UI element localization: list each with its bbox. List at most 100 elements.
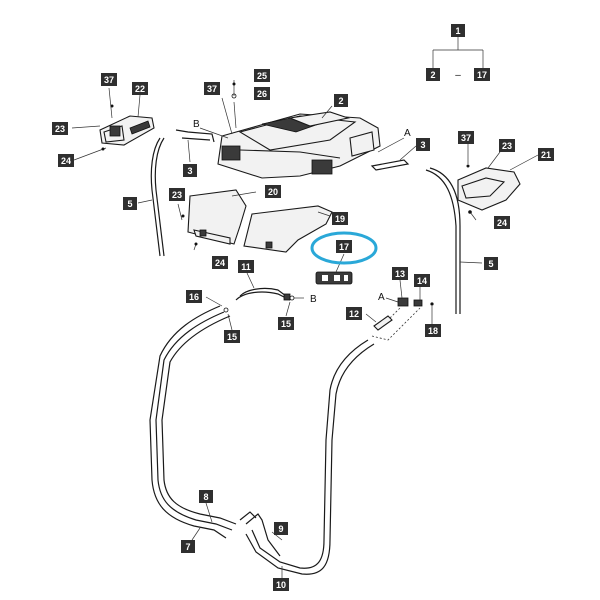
callout-37[interactable]: 37 — [458, 131, 474, 144]
range-dash: – — [455, 70, 461, 81]
hose-long-left[interactable] — [149, 305, 237, 539]
right-vent-duct[interactable] — [457, 167, 521, 211]
svg-text:13: 13 — [395, 269, 405, 279]
svg-text:21: 21 — [541, 150, 551, 160]
svg-text:9: 9 — [278, 524, 283, 534]
callout-25[interactable]: 25 — [254, 69, 270, 82]
callout-22[interactable]: 22 — [132, 82, 148, 95]
clamp-icon — [289, 295, 295, 301]
callout-13[interactable]: 13 — [392, 267, 408, 280]
screw-icon — [232, 82, 236, 86]
callout-9[interactable]: 9 — [274, 522, 288, 535]
svg-text:1: 1 — [455, 26, 460, 36]
svg-text:23: 23 — [55, 124, 65, 134]
callout-10[interactable]: 10 — [273, 578, 289, 591]
svg-text:37: 37 — [207, 84, 217, 94]
callout-24[interactable]: 24 — [58, 154, 74, 167]
cover-left[interactable] — [187, 189, 247, 245]
callout-37[interactable]: 37 — [204, 82, 220, 95]
callout-15[interactable]: 15 — [278, 317, 294, 330]
callout-24[interactable]: 24 — [212, 256, 228, 269]
tube-left[interactable] — [175, 129, 215, 143]
group-bracket — [432, 37, 484, 68]
callout-37[interactable]: 37 — [101, 73, 117, 86]
svg-text:14: 14 — [417, 276, 427, 286]
svg-text:17: 17 — [477, 70, 487, 80]
svg-text:5: 5 — [488, 259, 493, 269]
svg-text:24: 24 — [61, 156, 71, 166]
callout-24[interactable]: 24 — [494, 216, 510, 229]
callout-23[interactable]: 23 — [169, 188, 185, 201]
callout-5[interactable]: 5 — [484, 257, 498, 270]
svg-text:15: 15 — [227, 332, 237, 342]
callout-17[interactable]: 17 — [336, 240, 352, 253]
svg-text:15: 15 — [281, 319, 291, 329]
callout-5[interactable]: 5 — [123, 197, 137, 210]
callout-20[interactable]: 20 — [265, 185, 281, 198]
callout-26[interactable]: 26 — [254, 87, 270, 100]
callout-3[interactable]: 3 — [183, 164, 197, 177]
hose-end-8[interactable] — [239, 511, 257, 521]
svg-text:37: 37 — [104, 75, 114, 85]
callout-2-group[interactable]: 2 — [426, 68, 440, 81]
svg-text:2: 2 — [430, 70, 435, 80]
hose-long-right[interactable] — [245, 339, 375, 575]
svg-text:26: 26 — [257, 89, 267, 99]
valve-fitting[interactable] — [397, 297, 423, 307]
callout-12[interactable]: 12 — [346, 307, 362, 320]
screw-icon — [181, 214, 185, 218]
svg-text:7: 7 — [185, 542, 190, 552]
callout-14[interactable]: 14 — [414, 274, 430, 287]
callout-2[interactable]: 2 — [334, 94, 348, 107]
left-vent-duct[interactable] — [99, 115, 155, 146]
svg-text:8: 8 — [203, 492, 208, 502]
highlight-ring — [310, 231, 378, 265]
connector-letter-a2: A — [378, 292, 385, 303]
callout-19[interactable]: 19 — [332, 212, 348, 225]
callout-16[interactable]: 16 — [186, 290, 202, 303]
hose-joint-9[interactable] — [245, 513, 281, 557]
callout-7[interactable]: 7 — [181, 540, 195, 553]
callout-1[interactable]: 1 — [451, 24, 465, 37]
drain-hose-left[interactable] — [150, 137, 161, 257]
screw-icon — [110, 104, 114, 108]
cover-right[interactable] — [243, 205, 333, 253]
callout-18[interactable]: 18 — [425, 324, 441, 337]
callout-15[interactable]: 15 — [224, 330, 240, 343]
svg-text:17: 17 — [339, 242, 349, 252]
clamp-icon — [223, 307, 229, 313]
vent-grille-17[interactable] — [315, 271, 353, 285]
callout-3[interactable]: 3 — [416, 138, 430, 151]
svg-text:3: 3 — [187, 166, 192, 176]
callout-17-group[interactable]: 17 — [474, 68, 490, 81]
tube-right[interactable] — [370, 159, 410, 171]
svg-text:23: 23 — [502, 141, 512, 151]
filter-part[interactable] — [373, 315, 393, 331]
svg-text:22: 22 — [135, 84, 145, 94]
hvac-unit[interactable] — [217, 111, 381, 179]
callout-11[interactable]: 11 — [238, 260, 254, 273]
svg-text:25: 25 — [257, 71, 267, 81]
clip-icon — [468, 210, 472, 214]
callout-8[interactable]: 8 — [199, 490, 213, 503]
drain-hose-right[interactable] — [425, 169, 457, 314]
connector-letter-b2: B — [310, 294, 317, 305]
svg-text:16: 16 — [189, 292, 199, 302]
hose-upper-b[interactable] — [239, 287, 287, 297]
clip-icon — [194, 242, 198, 246]
callout-23[interactable]: 23 — [499, 139, 515, 152]
svg-text:37: 37 — [461, 133, 471, 143]
svg-text:23: 23 — [172, 190, 182, 200]
svg-text:20: 20 — [268, 187, 278, 197]
svg-text:24: 24 — [215, 258, 225, 268]
svg-text:11: 11 — [241, 262, 251, 272]
callout-23[interactable]: 23 — [52, 122, 68, 135]
svg-text:10: 10 — [276, 580, 286, 590]
clip-icon — [101, 147, 105, 151]
connector-letter-b1: B — [193, 119, 200, 130]
svg-text:18: 18 — [428, 326, 438, 336]
screw-icon — [466, 164, 470, 168]
callout-21[interactable]: 21 — [538, 148, 554, 161]
